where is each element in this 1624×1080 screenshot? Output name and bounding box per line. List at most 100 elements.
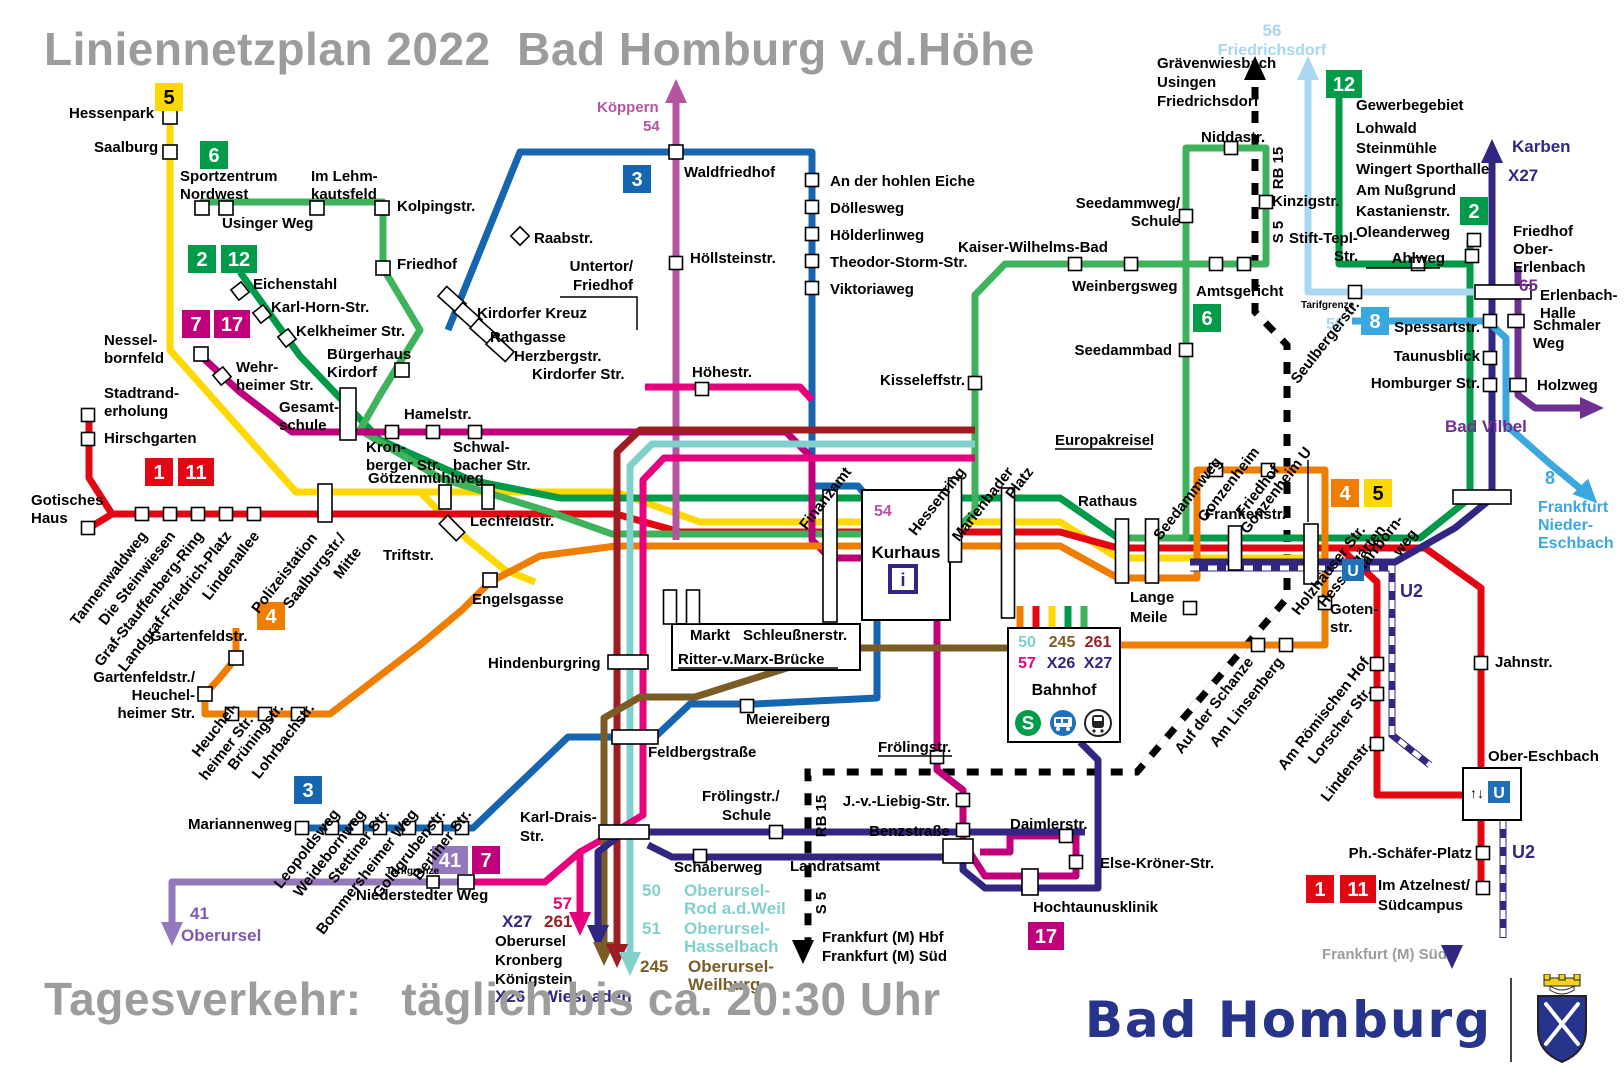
station-label: heimer Str. [236, 377, 314, 394]
line-badge-6 [200, 141, 228, 169]
station-label: Oleanderweg [1356, 224, 1450, 241]
line-badge-6 [1193, 304, 1221, 332]
station-marker [1144, 518, 1160, 584]
station-label: Rathgasse [490, 329, 566, 346]
line-badge-label: 17 [221, 314, 243, 336]
u2-line [1190, 564, 1433, 768]
bus-wheel [1066, 727, 1070, 731]
transit-line [168, 878, 466, 925]
train-body [1092, 715, 1104, 728]
station-marker [1178, 208, 1194, 224]
train-icon [1084, 709, 1112, 737]
station-marker [1466, 232, 1482, 248]
station-label: Schule [1131, 213, 1180, 230]
station-marker [481, 484, 495, 510]
station-label: Stadtrand- [104, 385, 179, 402]
station-marker [1067, 256, 1083, 272]
station-label: Raabstr. [534, 230, 593, 247]
station-marker [80, 520, 96, 536]
transit-line [200, 144, 1270, 542]
info-frame [888, 564, 918, 594]
station-marker [1475, 845, 1491, 861]
station-label: Niederstedter Weg [356, 887, 488, 904]
station-marker [438, 514, 466, 542]
line-badge-17 [1028, 922, 1064, 950]
station-label: U2 [1512, 842, 1535, 862]
station-marker [509, 225, 531, 247]
station-label: Frankfurt (M) Süd [822, 948, 947, 965]
sbahn-glyph: S [1022, 714, 1035, 735]
station-label: Hölderlinweg [830, 227, 924, 244]
station-label: Gartenfeldstr. [150, 628, 248, 645]
station-marker [822, 489, 838, 623]
page-title: Liniennetzplan 2022 Bad Homburg v.d.Höhe [44, 23, 1035, 75]
station-label: Köppern [597, 99, 659, 116]
bus-window [1056, 719, 1061, 723]
station-marker [967, 375, 983, 391]
station-label: Erlenbach [1513, 259, 1586, 276]
station-label: Götzenmühlweg [368, 470, 484, 487]
line-badge-label: 41 [439, 850, 461, 872]
station-marker [1475, 880, 1491, 896]
transit-line [1335, 97, 1470, 268]
line-badge-label: 5 [1372, 483, 1383, 505]
station-label: 261 [544, 912, 572, 931]
station-label: Weilburg [688, 975, 760, 994]
line-badge-label: 12 [228, 249, 250, 271]
station-marker [425, 424, 441, 440]
station-marker [374, 200, 390, 216]
station-label: Gartenfeldstr./ [93, 669, 196, 686]
station-label: Frankfurt (M) Hbf [822, 929, 945, 946]
station-marker [482, 572, 498, 588]
station-label: Schule [722, 807, 771, 824]
railway-line-dashes [804, 75, 1291, 942]
terminus-arrow [1572, 478, 1598, 504]
station-marker [1474, 284, 1532, 300]
line-badge-label: 2 [196, 249, 207, 271]
station-label: Untertor/ [570, 258, 634, 275]
station-marker [194, 200, 210, 216]
station-marker [1347, 284, 1363, 300]
station-label: An der hohlen Eiche [830, 173, 975, 190]
terminus-arrow [587, 925, 609, 949]
station-label: kautsfeld [311, 186, 377, 203]
station-marker [1464, 248, 1480, 264]
station-label: Oberursel- [684, 919, 770, 938]
service-hours-note: Tagesverkehr: täglich bis ca. 20:30 Uhr [44, 973, 941, 1025]
line-badge-label: 11 [1347, 879, 1368, 901]
line-badge-3 [294, 776, 322, 804]
station-marker [454, 820, 470, 836]
station-marker [1208, 462, 1224, 478]
station-label: Bürgerhaus [327, 346, 411, 363]
station-label: Lechfeldstr. [470, 513, 554, 530]
station-label: Nieder- [1538, 517, 1593, 534]
station-marker [438, 484, 452, 510]
station-marker [162, 506, 178, 522]
u-glyph: U [1347, 563, 1359, 580]
station-label: Tarifgrenze [386, 866, 440, 877]
station-label: Homburger Str. [1371, 375, 1480, 392]
station-label: Hindenburgring [488, 655, 601, 672]
station-label: Mariannenweg [188, 816, 292, 833]
line-badge-2 [188, 245, 216, 273]
station-label: Lange [1130, 589, 1174, 606]
station-label: Hessenpark [69, 105, 155, 122]
station-marker [317, 483, 333, 523]
terminus-arrow [1244, 56, 1266, 80]
updown-glyph: ↑↓ [1470, 785, 1484, 801]
station-marker [942, 838, 974, 864]
station-label: Friedrichsdorf [1157, 93, 1260, 110]
station-label: Kolpingstr. [397, 198, 475, 215]
station-label: Feldbergstraße [648, 744, 756, 761]
station-marker [134, 506, 150, 522]
station-marker [372, 820, 388, 836]
station-label: 245 [1049, 634, 1076, 651]
station-label: Rathaus [1078, 493, 1137, 510]
station-label: Theodor-Storm-Str. [830, 254, 968, 271]
station-label: Friedhof [1513, 223, 1574, 240]
station-label: 245 [640, 957, 668, 976]
station-label: Ritter-v.Marx-Brücke [678, 651, 824, 668]
city-logo: Bad Homburg [1085, 974, 1594, 1066]
line-badge-4 [257, 602, 285, 630]
transit-line [302, 148, 881, 832]
